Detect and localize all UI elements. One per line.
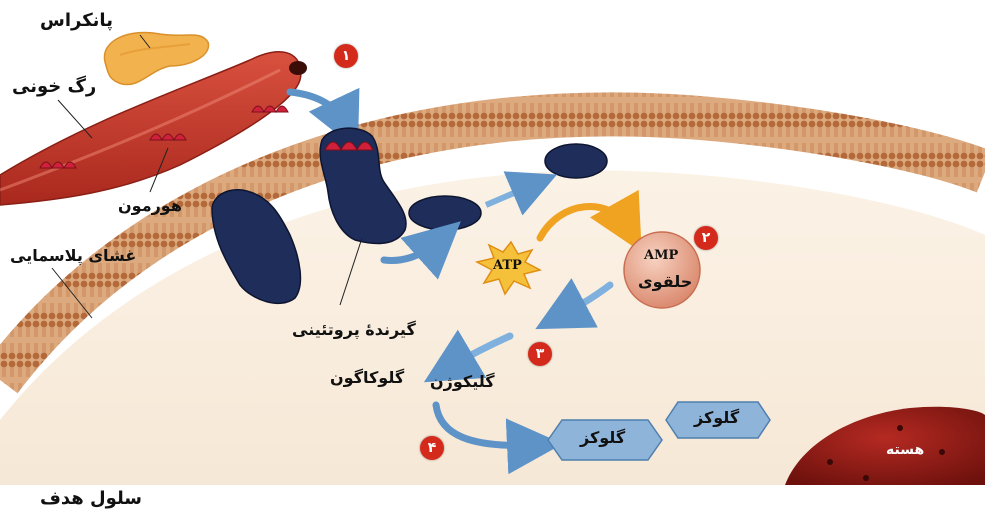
atp-burst — [474, 240, 543, 296]
step-badge-2: ۲ — [694, 226, 718, 250]
label-glycogen: گلیکوژن — [430, 372, 495, 391]
arrow-to-glycogen — [423, 329, 514, 383]
arrow-step3 — [535, 278, 614, 330]
glucose-hexagon-2 — [547, 419, 663, 461]
leader-lines — [51, 34, 363, 319]
camp-circle — [623, 231, 701, 309]
glucose-hexagon-1 — [665, 401, 771, 439]
label-amp: AMP — [644, 248, 679, 263]
label-pancreas: پانکراس — [40, 10, 113, 31]
label-target-cell: سلول هدف — [40, 488, 143, 509]
arrow-step4 — [432, 401, 563, 475]
label-atp: ATP — [493, 258, 522, 273]
step-badge-3: ۳ — [528, 342, 552, 366]
receptor-proteins — [211, 127, 608, 305]
plasma-membrane — [0, 92, 985, 394]
label-receptor-line1: گیرندهٔ پروتئینی — [292, 320, 416, 339]
step-badge-4: ۴ — [420, 436, 444, 460]
label-receptor-line2: گلوکاگون — [330, 368, 405, 387]
label-hormone: هورمون — [118, 196, 182, 215]
bound-hormone — [324, 141, 374, 152]
label-plasma-membrane: غشای پلاسمایی — [10, 246, 137, 265]
hormone-molecules — [39, 105, 289, 170]
label-glucose-2: گلوکز — [580, 428, 626, 447]
nucleus-shape — [785, 406, 985, 485]
step-badge-1: ۱ — [334, 44, 358, 68]
arrow-hormone — [286, 87, 360, 151]
arrow-atp-amp — [536, 189, 642, 253]
label-amp-cyclic: حلقوی — [638, 272, 693, 291]
label-glucose-1: گلوکز — [694, 408, 740, 427]
label-nucleus: هسته — [886, 442, 925, 458]
pancreas-organ — [103, 31, 210, 86]
label-blood-vessel: رگ خونی — [12, 76, 97, 97]
